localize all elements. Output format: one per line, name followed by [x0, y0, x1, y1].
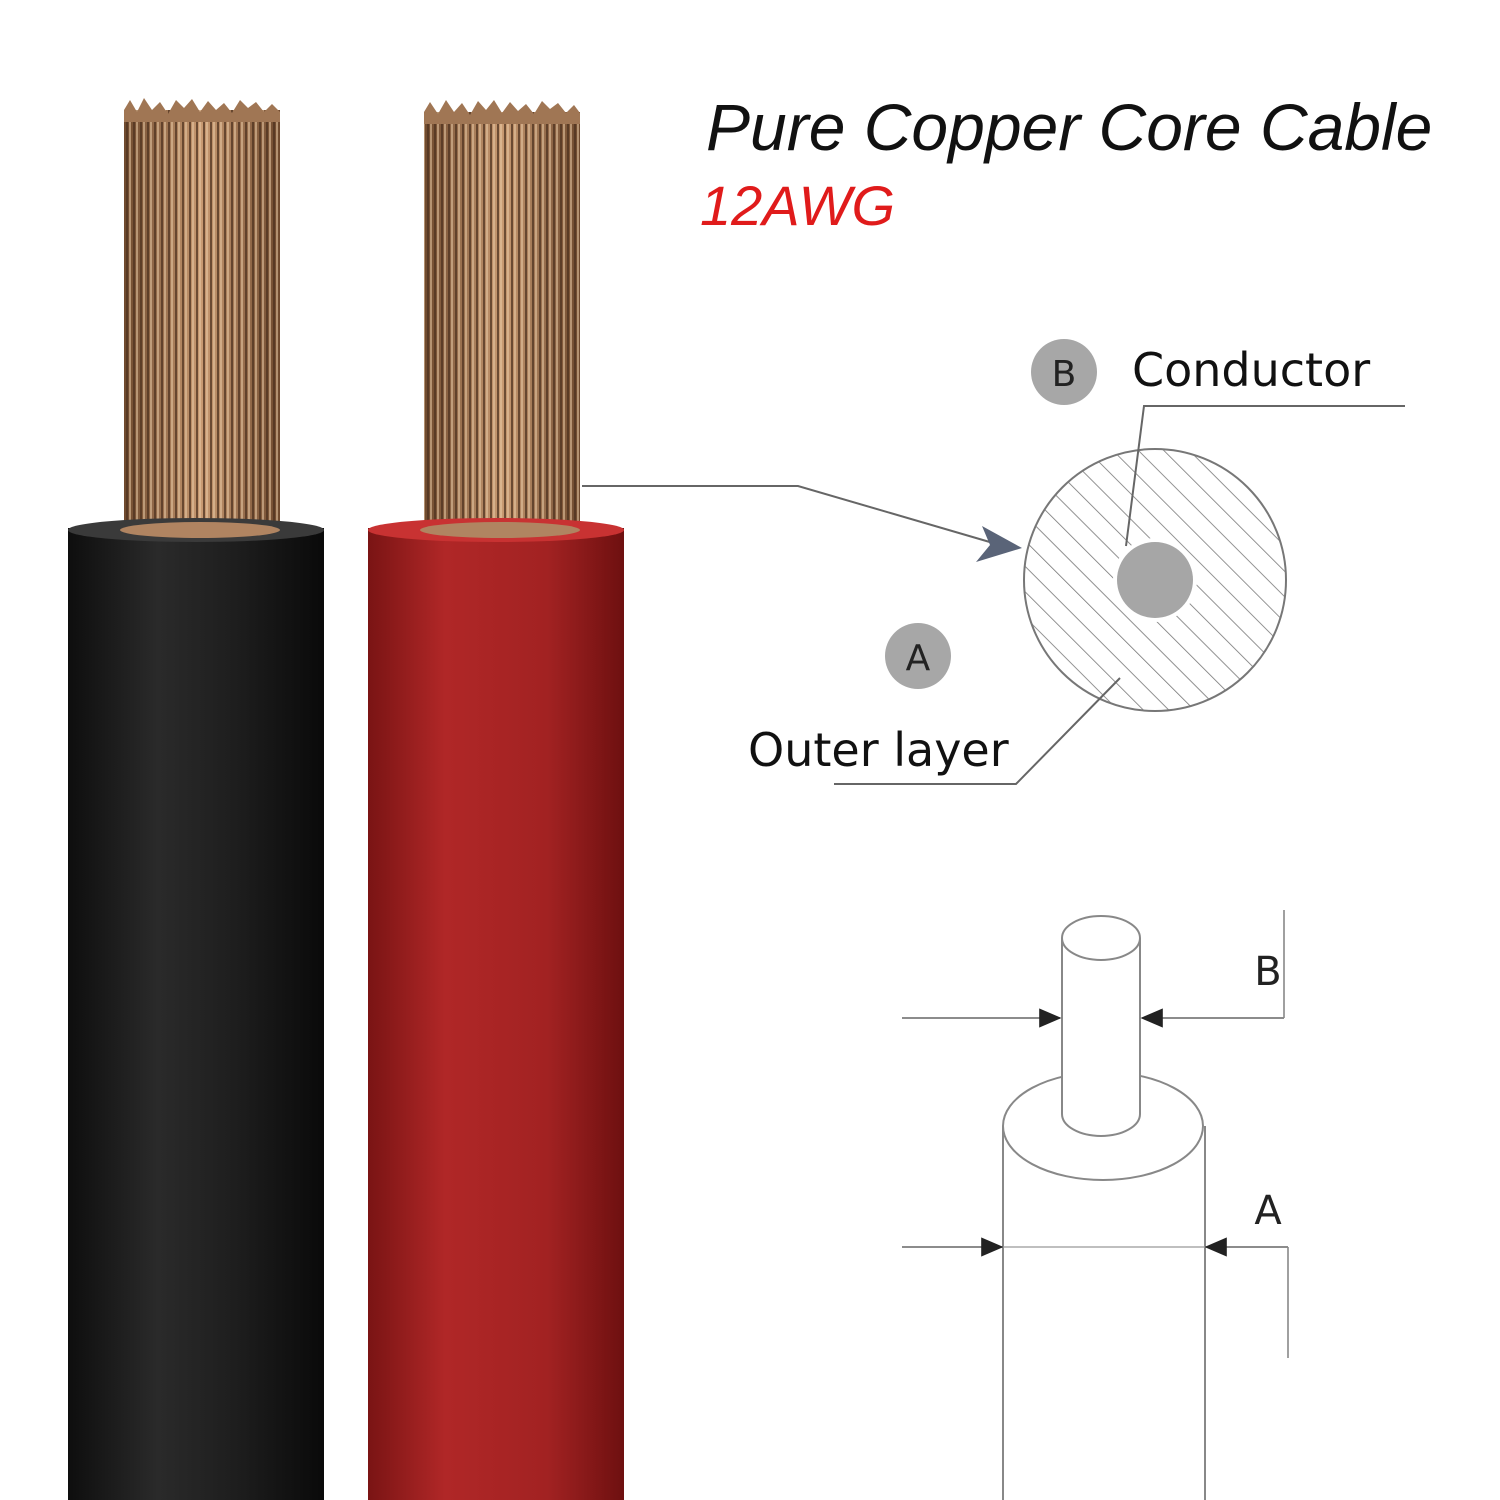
- outer-layer-badge-letter: A: [906, 638, 931, 679]
- dimension-b: B: [902, 910, 1285, 1028]
- conductor-leader-line: [1125, 405, 1405, 547]
- black-cable-jacket: [68, 518, 324, 1500]
- red-cable: [368, 100, 624, 1500]
- dimension-b-label: B: [1254, 949, 1281, 995]
- red-cable-jacket: [368, 518, 624, 1500]
- dimension-a-label: A: [1254, 1188, 1282, 1234]
- title: Pure Copper Core Cable: [706, 90, 1432, 164]
- conductor-label: Conductor: [1132, 343, 1370, 397]
- cross-section: [1023, 448, 1287, 712]
- outer-layer-badge: [885, 623, 951, 689]
- conductor-badge-letter: B: [1052, 354, 1077, 395]
- conductor-badge: [1031, 339, 1097, 405]
- outer-cylinder: [1002, 1071, 1206, 1500]
- outer-layer-callout: A Outer layer: [748, 623, 1121, 785]
- red-cable-copper-strands: [424, 100, 580, 540]
- conductor-callout: B Conductor: [1031, 339, 1405, 547]
- conductor-cylinder: [1061, 915, 1141, 1137]
- outer-layer-label: Outer layer: [748, 723, 1009, 777]
- outer-layer-leader-line: [834, 677, 1121, 785]
- black-cable: [68, 98, 324, 1500]
- dimension-drawing: B A: [902, 910, 1289, 1500]
- black-cable-copper-strands: [124, 98, 280, 540]
- subtitle: 12AWG: [700, 174, 895, 237]
- conductor-core: [1117, 542, 1193, 618]
- dimension-a: A: [902, 1188, 1289, 1358]
- pointer-arrow: [582, 485, 1022, 562]
